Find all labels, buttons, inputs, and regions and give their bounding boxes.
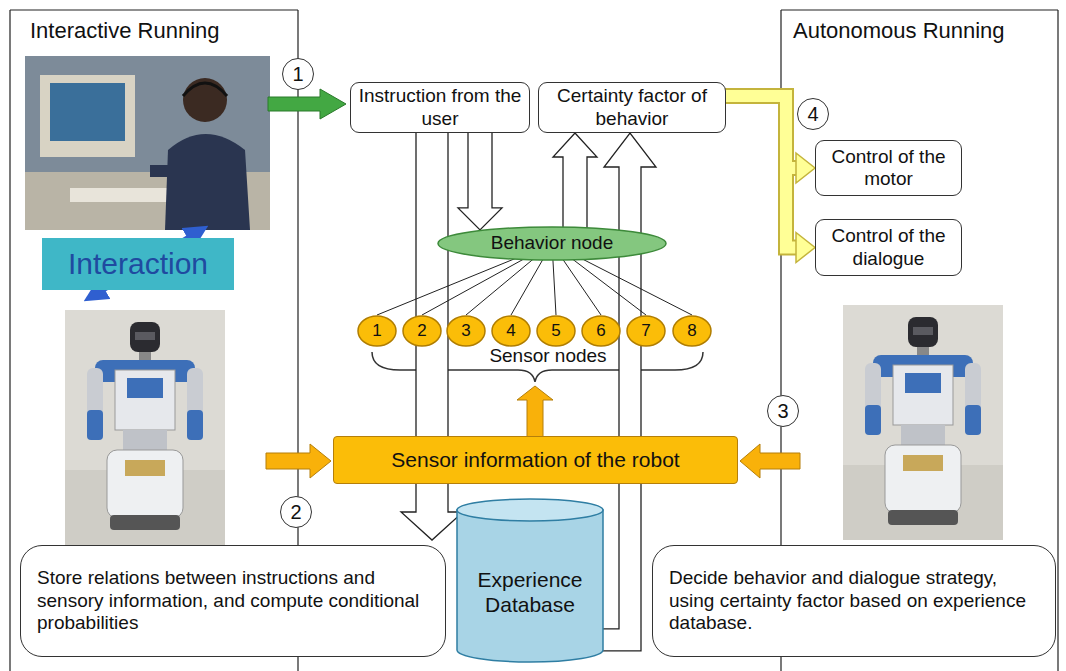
node-text: Store relations between instructions and… [37,567,429,634]
output-box: Control of the dialogue [815,219,962,276]
node-text: Instruction from the user [357,85,523,130]
callout-number: 4 [797,98,829,130]
sensor-node: 5 [536,315,576,347]
node-text: Experience Database [464,568,596,618]
text-block: 5 [551,321,560,341]
sensor-node: 2 [402,315,442,347]
sensor-node: 6 [581,315,621,347]
text-block: Sensor information of the robot [391,448,679,473]
text-block: Experience Database [464,568,596,618]
text-block: Certainty factor of behavior [545,85,719,130]
callout-number: 2 [280,496,312,528]
node-text: Decide behavior and dialogue strategy, u… [669,567,1039,634]
sensor-node: 3 [446,315,486,347]
sensor-node: 7 [626,315,666,347]
node-text: 8 [687,321,696,341]
text-block: Decide behavior and dialogue strategy, u… [669,567,1039,634]
fat-arrow-layer [796,153,815,263]
text-block: Instruction from the user [357,85,523,130]
node-text: Sensor information of the robot [391,448,679,473]
sensor-arrow [266,444,331,478]
node-text: 6 [596,321,605,341]
text-block: 7 [641,321,650,341]
hollow-arrow [458,132,502,230]
text-block: Behavior node [491,232,614,254]
node-text: 4 [506,321,515,341]
panel-heading: Interactive Running [30,18,220,43]
ellipse-shape [492,316,530,346]
text-block: Store relations between instructions and… [37,567,429,634]
sensor-node: 4 [491,315,531,347]
node-text: 3 [461,321,470,341]
text-block: 3 [461,321,470,341]
text-block: 6 [596,321,605,341]
node-text: 5 [551,321,560,341]
node-text: 2 [417,321,426,341]
ellipse-shape [447,316,485,346]
behavior-node: Behavior node [437,226,667,261]
process-box: Certainty factor of behavior [538,82,726,133]
group-label: Sensor nodes [489,345,606,367]
text-block: 8 [687,321,696,341]
fat-arrow-layer [724,96,799,248]
output-box: Control of the motor [815,140,962,196]
ellipse-shape [358,316,396,346]
text-block: Control of the motor [822,146,955,191]
sensor-arrow [517,386,553,437]
user-photo [25,56,270,230]
node-text: Certainty factor of behavior [545,85,719,130]
sensor-node: 8 [672,315,712,347]
sensor-arrow [740,444,800,478]
hollow-arrow [553,133,597,228]
database-cylinder: Experience Database [456,498,604,663]
interaction-band: Interaction [42,238,234,290]
robot-photo [65,305,1003,545]
node-text: Control of the motor [822,146,955,191]
cylinder-top [457,499,603,521]
text-block: Interaction [68,246,208,281]
text-block: 1 [372,321,381,341]
input-arrow [268,89,346,119]
ellipse-shape [537,316,575,346]
sensor-node: 1 [357,315,397,347]
fat-arrow-head [796,233,815,263]
ellipse-shape [403,316,441,346]
text-block: Control of the dialogue [822,225,955,270]
note-box: Store relations between instructions and… [20,545,446,657]
callout-number: 1 [282,58,314,90]
node-text: Behavior node [491,232,614,254]
hollow-arrow [601,133,656,651]
sensor-box: Sensor information of the robot [333,436,738,484]
node-text: Control of the dialogue [822,225,955,270]
fat-arrow-body [724,96,799,248]
ellipse-shape [582,316,620,346]
callout-number: 3 [767,395,799,427]
note-box: Decide behavior and dialogue strategy, u… [652,545,1056,657]
text-block: 2 [417,321,426,341]
fat-arrow-head [796,153,815,183]
fat-arrow-layer [724,96,799,248]
cylinder-body [457,510,603,662]
node-text: Interaction [68,246,208,281]
ellipse-shape [673,316,711,346]
ellipse-shape [438,227,666,260]
fat-arrow-border [724,96,799,248]
ellipse-shape [627,316,665,346]
text-block: 4 [506,321,515,341]
process-box: Instruction from the user [350,82,530,133]
node-text: 7 [641,321,650,341]
node-text: 1 [372,321,381,341]
panel-frame [10,10,1058,671]
panel-heading: Autonomous Running [793,18,1005,43]
